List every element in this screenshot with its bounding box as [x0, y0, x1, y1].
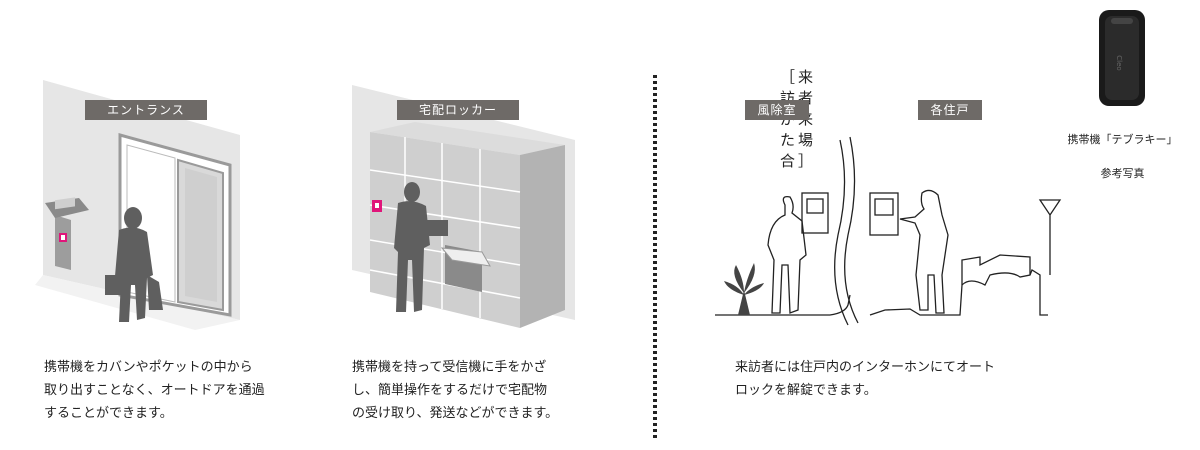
resident-outline: [899, 189, 949, 314]
person-silhouette: [105, 207, 163, 322]
receiver-pillar: [55, 215, 71, 270]
remote-key-caption-line1: 携帯機「テブラキー」: [1067, 133, 1178, 146]
svg-text:Cleo: Cleo: [1115, 55, 1123, 70]
ground-line-left: [715, 294, 851, 316]
visitor-caption: 来訪者には住戸内のインターホンにてオート ロックを解錠できます。: [735, 360, 996, 398]
wall-line-a: [834, 139, 849, 326]
section-divider: [653, 75, 657, 440]
residence-tag: 各住戸: [918, 100, 982, 120]
remote-key-caption: 携帯機「テブラキー」 参考写真: [1055, 114, 1190, 182]
locker-tag: 宅配ロッカー: [397, 100, 519, 120]
entrance-illustration: [35, 80, 240, 330]
locker-caption: 携帯機を持って受信機に手をかざ し、簡単操作をするだけで宅配物 の受け取り、発送…: [352, 360, 559, 421]
remote-key-caption-line2: 参考写真: [1100, 167, 1145, 180]
remote-key-icon: Cleo: [1099, 10, 1145, 106]
locker-side: [520, 145, 565, 328]
vestibule-tag: 風除室: [745, 100, 809, 120]
vestibule-intercom: [801, 192, 829, 234]
ground-line-right: [869, 269, 1048, 316]
visitor-outline: [767, 196, 807, 314]
sofa-outline: [961, 254, 1031, 285]
entrance-caption: 携帯機をカバンやポケットの中から 取り出すことなく、オートドアを通過 することが…: [44, 360, 265, 421]
visitor-line-art: [715, 136, 1062, 326]
receiver-screen: [55, 197, 75, 210]
person-with-package-silhouette: [394, 182, 448, 312]
floor-lamp: [1038, 199, 1062, 275]
locker-illustration: [352, 85, 575, 328]
visitor-title: ［来訪者が来た場合］: [780, 68, 817, 170]
locker-top: [370, 122, 565, 155]
visitor-line-illustration: [715, 136, 1062, 326]
entrance-tag: エントランス: [85, 100, 207, 120]
plant-icon: [724, 263, 764, 315]
door-glass: [185, 168, 217, 302]
residence-intercom-monitor: [869, 192, 899, 236]
drawer-tray: [440, 247, 491, 267]
wall-line-b: [844, 136, 859, 324]
